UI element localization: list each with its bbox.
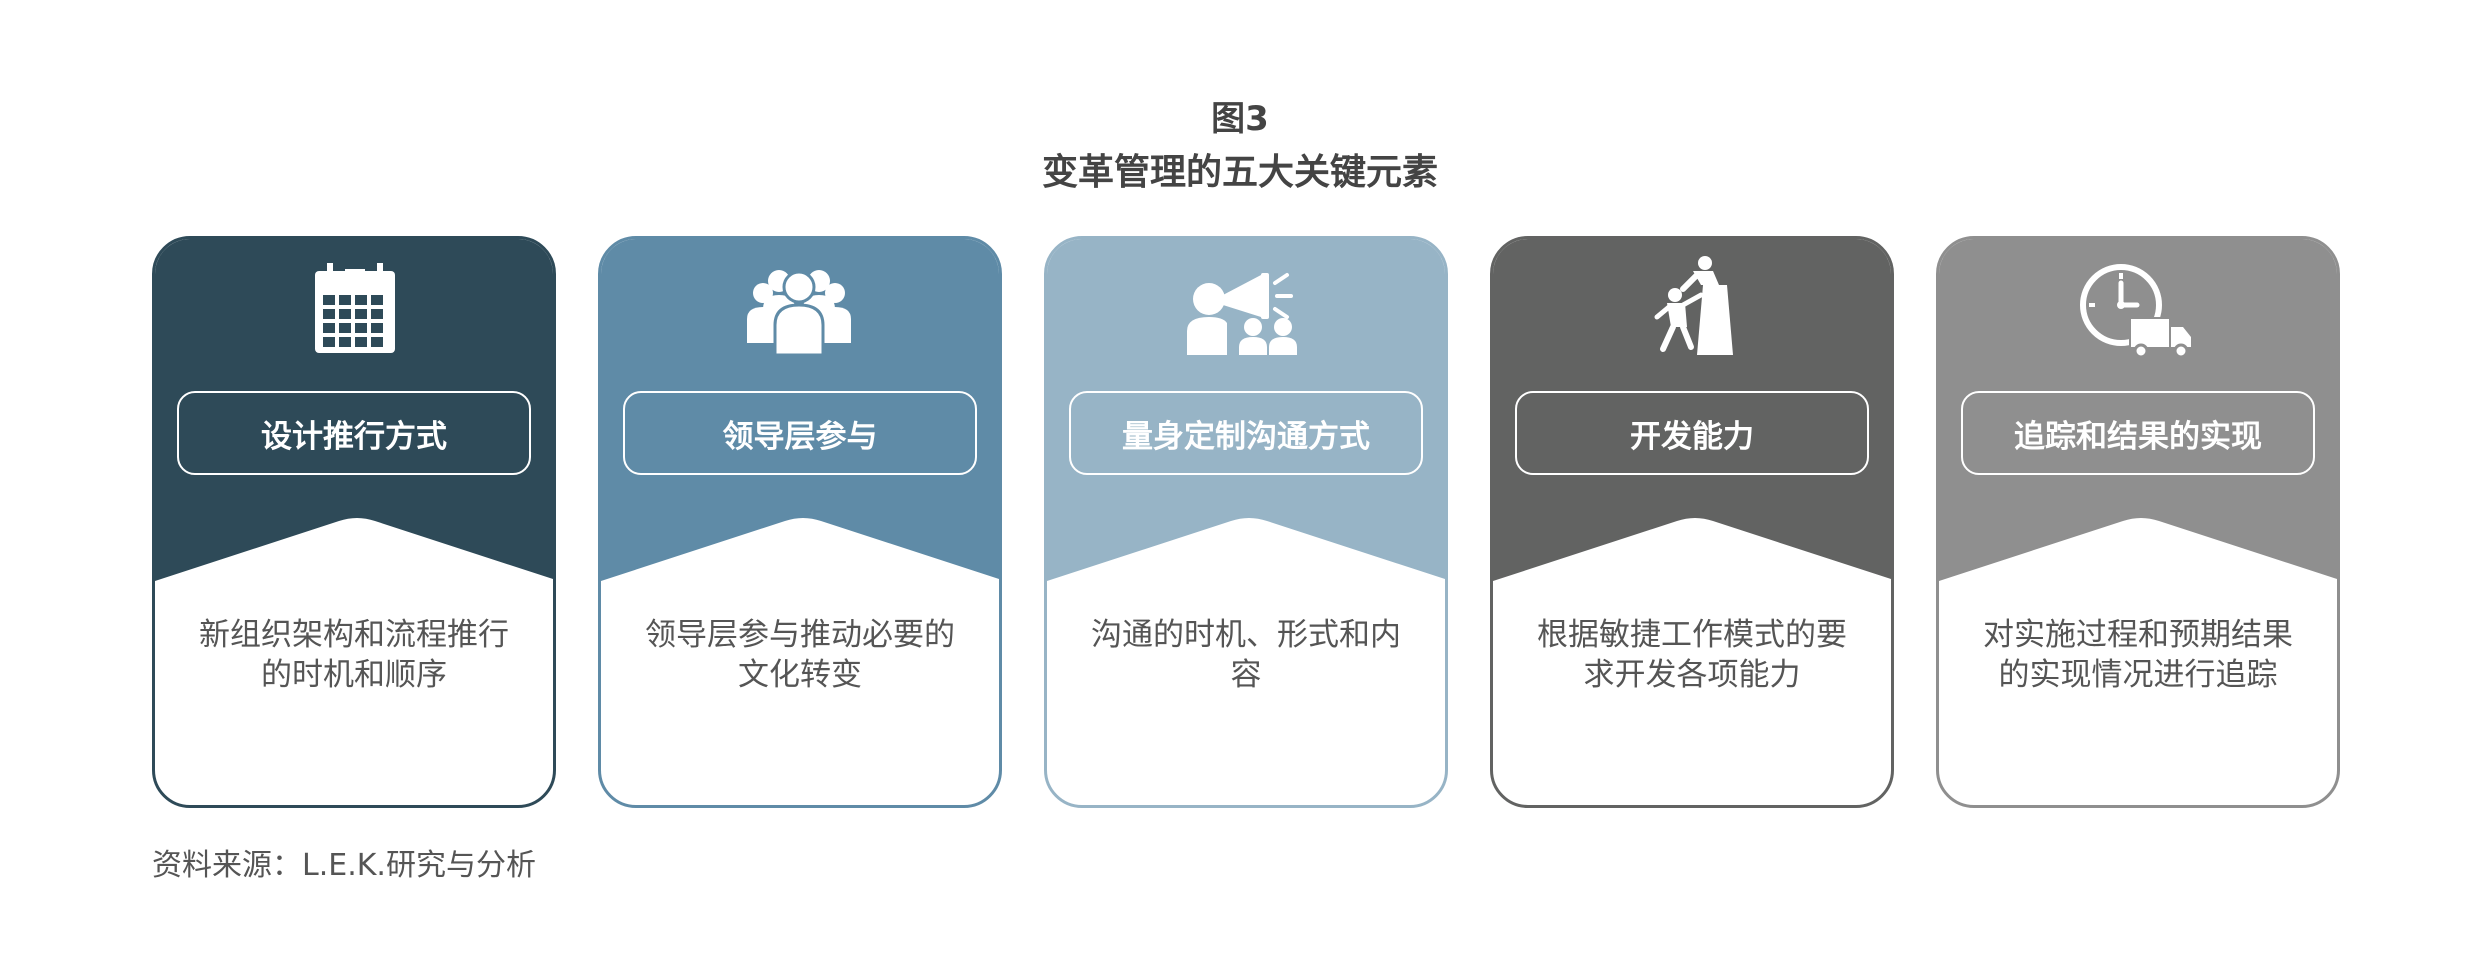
- card-title: 追踪和结果的实现: [1961, 391, 2315, 475]
- card-description: 沟通的时机、形式和内容: [1091, 617, 1401, 693]
- card-header-shape: [1047, 239, 1445, 581]
- card-header-shape: [601, 239, 999, 581]
- card-description: 根据敏捷工作模式的要求开发各项能力: [1537, 617, 1847, 693]
- card-tracking: 追踪和结果的实现 对实施过程和预期结果的实现情况进行追踪: [1936, 236, 2340, 808]
- climbing-icon: [1654, 256, 1733, 355]
- card-title: 量身定制沟通方式: [1069, 391, 1423, 475]
- figure-label: 图3: [1211, 99, 1269, 139]
- card-header-shape: [1939, 239, 2337, 581]
- card-design-rollout: 设计推行方式 新组织架构和流程推行的时机和顺序: [152, 236, 556, 808]
- card-description: 领导层参与推动必要的文化转变: [645, 617, 955, 693]
- megaphone-icon: [1187, 273, 1297, 355]
- card-title: 设计推行方式: [177, 391, 531, 475]
- calendar-icon: [315, 263, 395, 353]
- card-description: 对实施过程和预期结果的实现情况进行追踪: [1983, 617, 2293, 693]
- card-title: 领导层参与: [623, 391, 977, 475]
- card-communication: 量身定制沟通方式 沟通的时机、形式和内容: [1044, 236, 1448, 808]
- group-icon: [747, 270, 851, 357]
- clock-truck-icon: [2080, 264, 2191, 359]
- card-leadership: 领导层参与 领导层参与推动必要的文化转变: [598, 236, 1002, 808]
- source-note: 资料来源：L.E.K.研究与分析: [152, 848, 536, 883]
- card-header-shape: [1493, 239, 1891, 581]
- figure-title: 变革管理的五大关键元素: [1041, 152, 1438, 193]
- card-title: 开发能力: [1515, 391, 1869, 475]
- card-header-shape: [155, 239, 553, 581]
- card-description: 新组织架构和流程推行的时机和顺序: [199, 617, 509, 693]
- card-capability: 开发能力 根据敏捷工作模式的要求开发各项能力: [1490, 236, 1894, 808]
